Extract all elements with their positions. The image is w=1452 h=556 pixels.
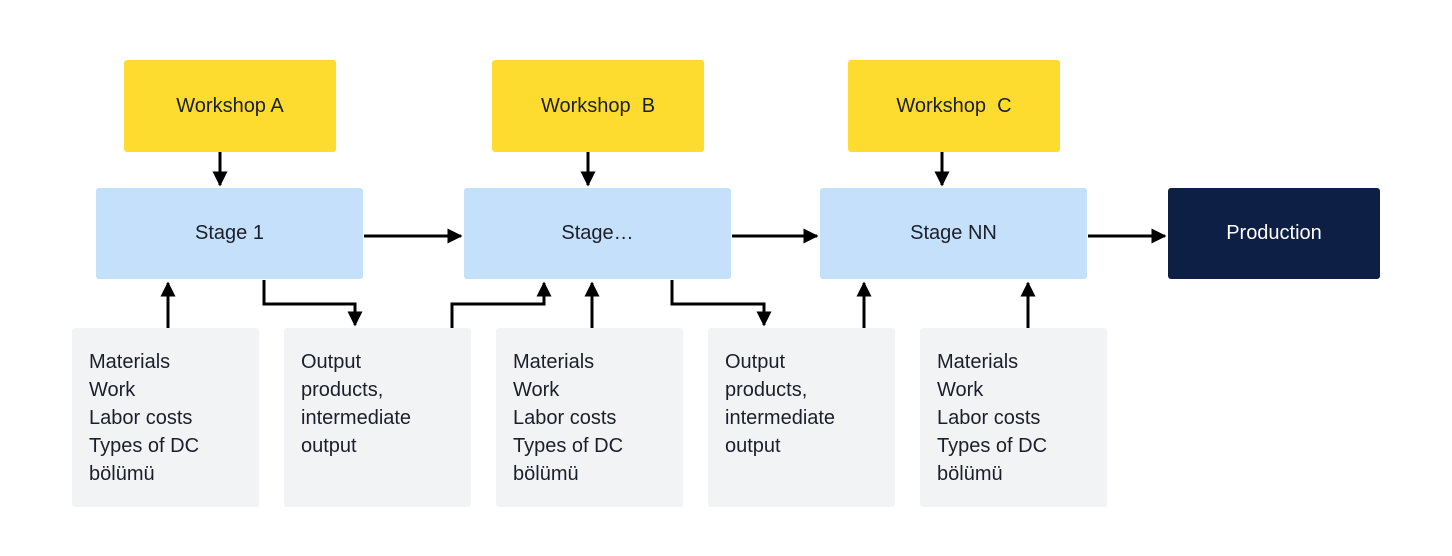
note-line: Labor costs [89,407,193,429]
note-line: output [725,435,781,457]
note-line: Types of DC [89,435,200,457]
note-line: Work [513,379,560,401]
arrow-stage-middle-to-outputs-2 [670,280,772,327]
production-label: Production [1226,222,1322,244]
stage-1-box: Stage 1 [96,188,363,279]
outputs-note-1: Output products, intermediate output [284,328,471,507]
note-line: bölümü [937,463,1003,485]
note-line: products, [725,379,808,401]
workshop-b-label: Workshop B [540,94,656,117]
note-line: bölümü [513,463,579,485]
workshop-b-box: Workshop B [492,60,704,152]
workshop-c-label: Workshop C [896,94,1012,117]
inputs-note-2: Materials Work Labor costs Types of DC b… [496,328,683,507]
note-line: Work [937,379,984,401]
note-line: products, [301,379,384,401]
note-line: Output [725,351,786,373]
note-line: intermediate [725,407,836,429]
note-line: Work [89,379,136,401]
note-line: bölümü [89,463,155,485]
note-line: Labor costs [937,407,1041,429]
production-box: Production [1168,188,1380,279]
workshop-a-label: Workshop A [176,94,284,117]
note-line: output [301,435,357,457]
outputs-note-2: Output products, intermediate output [708,328,895,507]
workshop-a-box: Workshop A [124,60,336,152]
workshop-c-box: Workshop C [848,60,1060,152]
note-line: Types of DC [513,435,624,457]
stage-1-label: Stage 1 [195,222,264,244]
note-line: Materials [89,351,171,373]
arrow-stage-1-to-outputs-1 [262,280,363,327]
note-line: Labor costs [513,407,617,429]
inputs-note-1: Materials Work Labor costs Types of DC b… [72,328,259,507]
note-line: intermediate [301,407,412,429]
note-line: Materials [937,351,1019,373]
stage-nn-label: Stage NN [910,222,997,244]
note-line: Output [301,351,362,373]
note-line: Types of DC [937,435,1048,457]
stage-middle-box: Stage… [464,188,731,279]
note-line: Materials [513,351,595,373]
inputs-note-3: Materials Work Labor costs Types of DC b… [920,328,1107,507]
stage-nn-box: Stage NN [820,188,1087,279]
stage-middle-label: Stage… [561,222,634,244]
arrow-outputs-1-to-stage-middle [450,281,552,328]
